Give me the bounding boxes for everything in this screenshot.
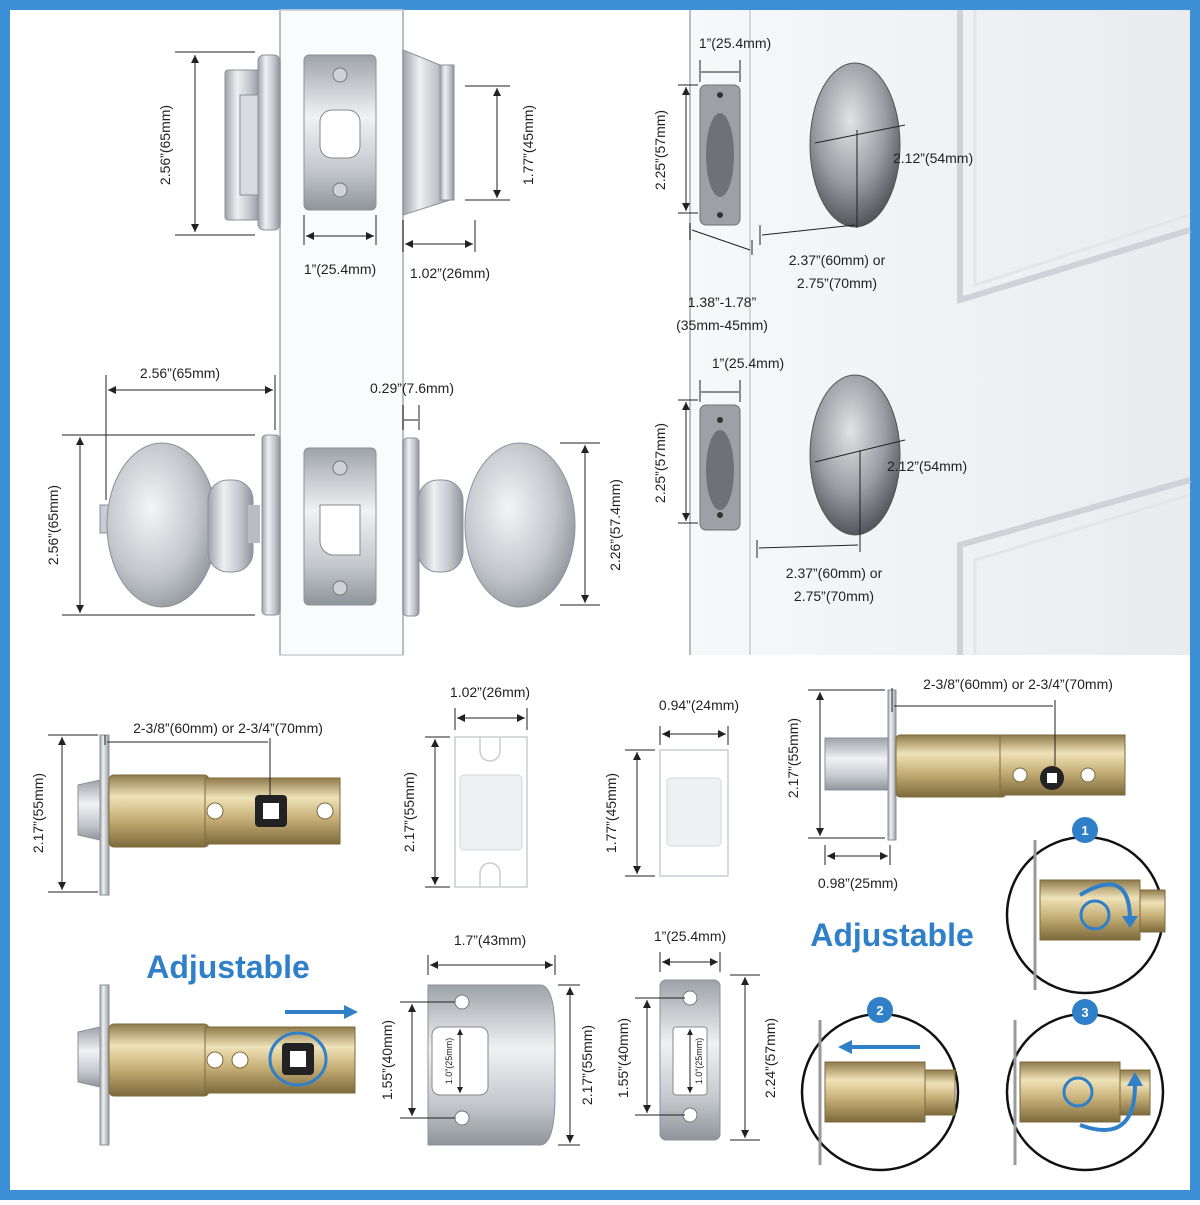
- knob-height-left-dim: 2.56”(65mm): [45, 434, 255, 616]
- spring-latch-height-label: 2.17”(55mm): [30, 773, 46, 853]
- upper-edge-height-dim: 2.25”(57mm): [652, 84, 698, 214]
- lower-edge-bore: [699, 404, 741, 531]
- lower-backset-dim: 2.37”(60mm) or 2.75”(70mm): [756, 450, 883, 604]
- deadbolt-latch-bolt-label: 0.98”(25mm): [818, 875, 898, 891]
- deadbolt-cylinder-depth-label: 1.02”(26mm): [410, 265, 490, 281]
- latch-faceplate: [303, 447, 377, 606]
- step-1-number: 1: [1081, 823, 1088, 838]
- step-1-detail: 1: [1005, 817, 1166, 995]
- strike-plate-small-opening-dim: 1.0”(25mm): [687, 1029, 704, 1093]
- lower-backset-label-2: 2.75”(70mm): [794, 588, 874, 604]
- upper-bore-label: 2.12”(54mm): [893, 150, 973, 166]
- step-3-number: 3: [1081, 1005, 1088, 1020]
- strike-plate-large-holes-dim: 1.55”(40mm): [379, 1001, 455, 1119]
- strike-plate-small-width-label: 1”(25.4mm): [654, 928, 726, 944]
- lower-face-bore: [809, 374, 901, 536]
- upper-backset-label-2: 2.75”(70mm): [797, 275, 877, 291]
- strike-box-large: [454, 736, 528, 888]
- strike-plate-large-height-dim: 2.17”(55mm): [558, 984, 595, 1146]
- deadbolt-cylinder-height-dim: 1.77”(45mm): [465, 85, 536, 201]
- knob-height-left-label: 2.56”(65mm): [45, 485, 61, 565]
- strike-box-small-width-dim: 0.94”(24mm): [659, 697, 739, 745]
- strike-plate-small-opening-label: 1.0”(25mm): [694, 1038, 704, 1085]
- door-thickness-label-1: 1.38”-1.78”: [688, 294, 757, 310]
- strike-plate-small-holes-dim: 1.55”(40mm): [615, 997, 685, 1116]
- knob-height-right-label: 2.26”(57.4mm): [607, 479, 623, 571]
- deadbolt-latch-height-label: 2.17”(55mm): [785, 718, 801, 798]
- lower-edge-height-dim: 2.25”(57mm): [652, 399, 698, 524]
- knob-projection-label: 2.56”(65mm): [140, 365, 220, 381]
- spring-latch-backset-dim: 2-3/8”(60mm) or 2-3/4”(70mm): [104, 720, 323, 795]
- strike-box-small: [659, 749, 729, 877]
- deadbolt-latch-backset-label: 2-3/8”(60mm) or 2-3/4”(70mm): [923, 676, 1113, 692]
- spring-latch: [77, 734, 341, 896]
- step-2-detail: 2: [800, 997, 960, 1172]
- strike-box-large-width-dim: 1.02”(26mm): [450, 684, 530, 730]
- door-thickness-dim: 1.38”-1.78” (35mm-45mm): [676, 223, 768, 333]
- strike-box-large-height-label: 2.17”(55mm): [401, 772, 417, 852]
- strike-plate-large-width-label: 1.7”(43mm): [454, 932, 526, 948]
- adjustable-label-right: Adjustable: [810, 917, 974, 953]
- step-3-detail: 3: [1005, 999, 1165, 1172]
- deadbolt-plate-width-label: 1”(25.4mm): [304, 261, 376, 277]
- deadbolt-latch-height-dim: 2.17”(55mm): [785, 689, 885, 839]
- strike-box-small-height-dim: 1.77”(45mm): [603, 749, 655, 877]
- door-thickness-label-2: (35mm-45mm): [676, 317, 768, 333]
- adjustable-latch: [77, 984, 358, 1146]
- upper-backset-dim: 2.37”(60mm) or 2.75”(70mm): [759, 130, 886, 291]
- adjustable-label-left: Adjustable: [146, 949, 310, 985]
- step-3-badge: [1072, 999, 1098, 1025]
- knob-projection-dim: 2.56”(65mm): [105, 365, 276, 500]
- lower-edge-height-label: 2.25”(57mm): [652, 423, 668, 503]
- strike-plate-small-height-dim: 2.24”(57mm): [730, 974, 778, 1141]
- deadbolt-cylinder: [402, 49, 455, 216]
- strike-box-large-width-label: 1.02”(26mm): [450, 684, 530, 700]
- deadbolt-latch-backset-dim: 2-3/8”(60mm) or 2-3/4”(70mm): [891, 676, 1113, 766]
- upper-edge-bore: [699, 84, 741, 226]
- deadbolt-thumbturn: [224, 54, 281, 231]
- deadbolt-height-dim: 2.56”(65mm): [157, 51, 255, 236]
- step-1-badge: [1072, 817, 1098, 843]
- upper-edge-width-dim: 1”(25.4mm): [699, 35, 771, 82]
- strike-plate-small-width-dim: 1”(25.4mm): [654, 928, 726, 972]
- step-2-badge: [867, 997, 893, 1023]
- strike-plate-large-opening-label: 1.0”(25mm): [444, 1038, 454, 1085]
- knob-rose-label: 0.29”(7.6mm): [370, 380, 454, 396]
- strike-plate-large-height-label: 2.17”(55mm): [579, 1025, 595, 1105]
- strike-box-small-width-label: 0.94”(24mm): [659, 697, 739, 713]
- strike-plate-small-height-label: 2.24”(57mm): [762, 1018, 778, 1098]
- knob-inside: [402, 437, 576, 617]
- strike-box-large-height-dim: 2.17”(55mm): [401, 736, 450, 888]
- deadbolt-latch-bolt-dim: 0.98”(25mm): [818, 845, 898, 891]
- deadbolt-height-label: 2.56”(65mm): [157, 105, 173, 185]
- deadbolt-latch: [824, 689, 1126, 841]
- lower-edge-width-dim: 1”(25.4mm): [699, 355, 784, 402]
- upper-edge-width-label: 1”(25.4mm): [699, 35, 771, 51]
- strike-plate-large-opening-dim: 1.0”(25mm): [444, 1029, 463, 1093]
- upper-backset-label-1: 2.37”(60mm) or: [789, 252, 886, 268]
- deadbolt-cylinder-height-label: 1.77”(45mm): [520, 105, 536, 185]
- deadbolt-cylinder-depth-dim: 1.02”(26mm): [402, 220, 490, 281]
- deadbolt-faceplate: [303, 54, 377, 211]
- strike-plate-small-holes-label: 1.55”(40mm): [615, 1018, 631, 1098]
- lower-backset-label-1: 2.37”(60mm) or: [786, 565, 883, 581]
- deadbolt-plate-width-dim: 1”(25.4mm): [303, 215, 377, 277]
- strike-box-small-height-label: 1.77”(45mm): [603, 773, 619, 853]
- strike-plate-large-holes-label: 1.55”(40mm): [379, 1020, 395, 1100]
- lower-bore-label: 2.12”(54mm): [887, 458, 967, 474]
- upper-bore-dim: 2.12”(54mm): [814, 124, 973, 166]
- strike-plate-large-width-dim: 1.7”(43mm): [427, 932, 556, 975]
- knob-rose-dim: 0.29”(7.6mm): [370, 380, 454, 430]
- lower-edge-width-label: 1”(25.4mm): [712, 355, 784, 371]
- knob-height-right-dim: 2.26”(57.4mm): [560, 442, 623, 606]
- step-2-number: 2: [876, 1003, 883, 1018]
- spring-latch-height-dim: 2.17”(55mm): [30, 734, 98, 893]
- upper-face-bore: [809, 62, 901, 228]
- spring-latch-backset-label: 2-3/8”(60mm) or 2-3/4”(70mm): [133, 720, 323, 736]
- upper-edge-height-label: 2.25”(57mm): [652, 110, 668, 190]
- knob-outside: [99, 434, 281, 616]
